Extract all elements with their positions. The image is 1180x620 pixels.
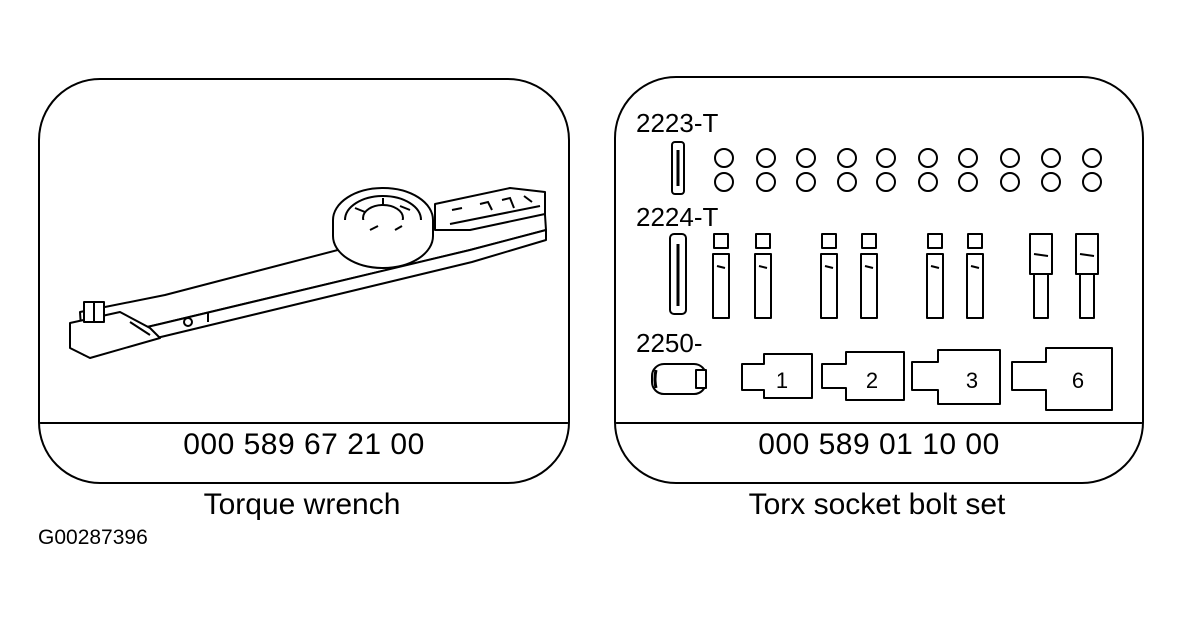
torque-wrench-divider [40, 422, 568, 424]
torx-set-divider [616, 422, 1142, 424]
torque-wrench-caption: Torque wrench [203, 488, 401, 521]
torque-wrench-panel: 000 589 67 21 00 [38, 78, 570, 484]
figure-id: G00287396 [38, 526, 148, 549]
torx-set-part-number: 000 589 01 10 00 [758, 428, 1000, 461]
set-label-2223-t: 2223-T [636, 108, 719, 138]
socket-size-2: 2 [866, 368, 878, 393]
torx-socket-set-illustration: 1 2 3 6 [651, 141, 1113, 411]
socket-size-6: 6 [1072, 368, 1084, 393]
torque-wrench-illustration [69, 187, 547, 359]
set-label-2224-t: 2224-T [636, 202, 719, 232]
torx-socket-set-panel: 1 2 3 6 2223-T 2224-T 2250- 000 589 01 1… [614, 76, 1144, 484]
set-label-2250: 2250- [636, 328, 703, 358]
socket-size-3: 3 [966, 368, 978, 393]
torque-wrench-part-number: 000 589 67 21 00 [183, 428, 425, 461]
torx-set-caption: Torx socket bolt set [748, 488, 1006, 521]
socket-size-1: 1 [776, 368, 788, 393]
